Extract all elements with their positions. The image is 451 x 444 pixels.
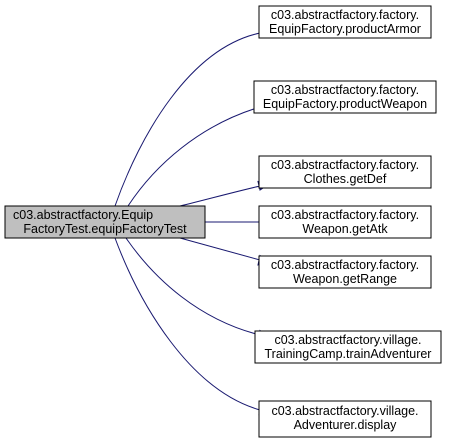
target-node-line2: TrainingCamp.trainAdventurer [265, 347, 432, 361]
target-node-line2: Adventurer.display [294, 418, 398, 432]
source-node-line2: FactoryTest.equipFactoryTest [23, 222, 187, 236]
target-node-box [258, 205, 432, 239]
target-node-line1: c03.abstractfactory.village. [271, 404, 418, 418]
target-node-weapon-getatk[interactable]: c03.abstractfactory.factory. Weapon.getA… [258, 205, 432, 239]
target-node-weapon-getrange[interactable]: c03.abstractfactory.factory. Weapon.getR… [258, 255, 432, 289]
target-node-line1: c03.abstractfactory.factory. [271, 8, 419, 22]
edge-to-weapon-getrange [179, 237, 261, 261]
target-node-line2: Clothes.getDef [304, 172, 387, 186]
source-node-line1: c03.abstractfactory.Equip [13, 208, 153, 222]
target-node-clothes-getdef[interactable]: c03.abstractfactory.factory. Clothes.get… [258, 155, 432, 189]
target-node-line1: c03.abstractfactory.factory. [271, 83, 419, 97]
target-node-box [258, 5, 432, 39]
target-node-line1: c03.abstractfactory.village. [274, 333, 421, 347]
target-node-box [254, 330, 442, 364]
edge-to-product-armor [114, 32, 261, 207]
edge-to-train-adventurer [125, 237, 261, 336]
target-node-box [253, 80, 437, 114]
source-node[interactable]: c03.abstractfactory.Equip FactoryTest.eq… [4, 205, 206, 239]
target-node-line2: EquipFactory.productWeapon [263, 97, 427, 111]
target-node-line2: EquipFactory.productArmor [269, 22, 421, 36]
target-node-box [258, 400, 432, 438]
target-node-train-adventurer[interactable]: c03.abstractfactory.village. TrainingCam… [254, 330, 442, 364]
target-node-line1: c03.abstractfactory.factory. [271, 258, 419, 272]
target-node-line2: Weapon.getAtk [302, 222, 388, 236]
source-node-box [4, 205, 206, 239]
target-node-adventurer-display[interactable]: c03.abstractfactory.village. Adventurer.… [258, 400, 432, 438]
edge-to-product-weapon [127, 106, 261, 207]
edge-to-adventurer-display [114, 237, 261, 411]
target-node-line1: c03.abstractfactory.factory. [271, 208, 419, 222]
target-node-box [258, 155, 432, 189]
target-node-product-armor[interactable]: c03.abstractfactory.factory. EquipFactor… [258, 5, 432, 39]
target-node-box [258, 255, 432, 289]
target-node-product-weapon[interactable]: c03.abstractfactory.factory. EquipFactor… [253, 80, 437, 114]
target-node-line1: c03.abstractfactory.factory. [271, 158, 419, 172]
target-node-line2: Weapon.getRange [293, 272, 397, 286]
edge-to-clothes-getdef [179, 185, 261, 207]
